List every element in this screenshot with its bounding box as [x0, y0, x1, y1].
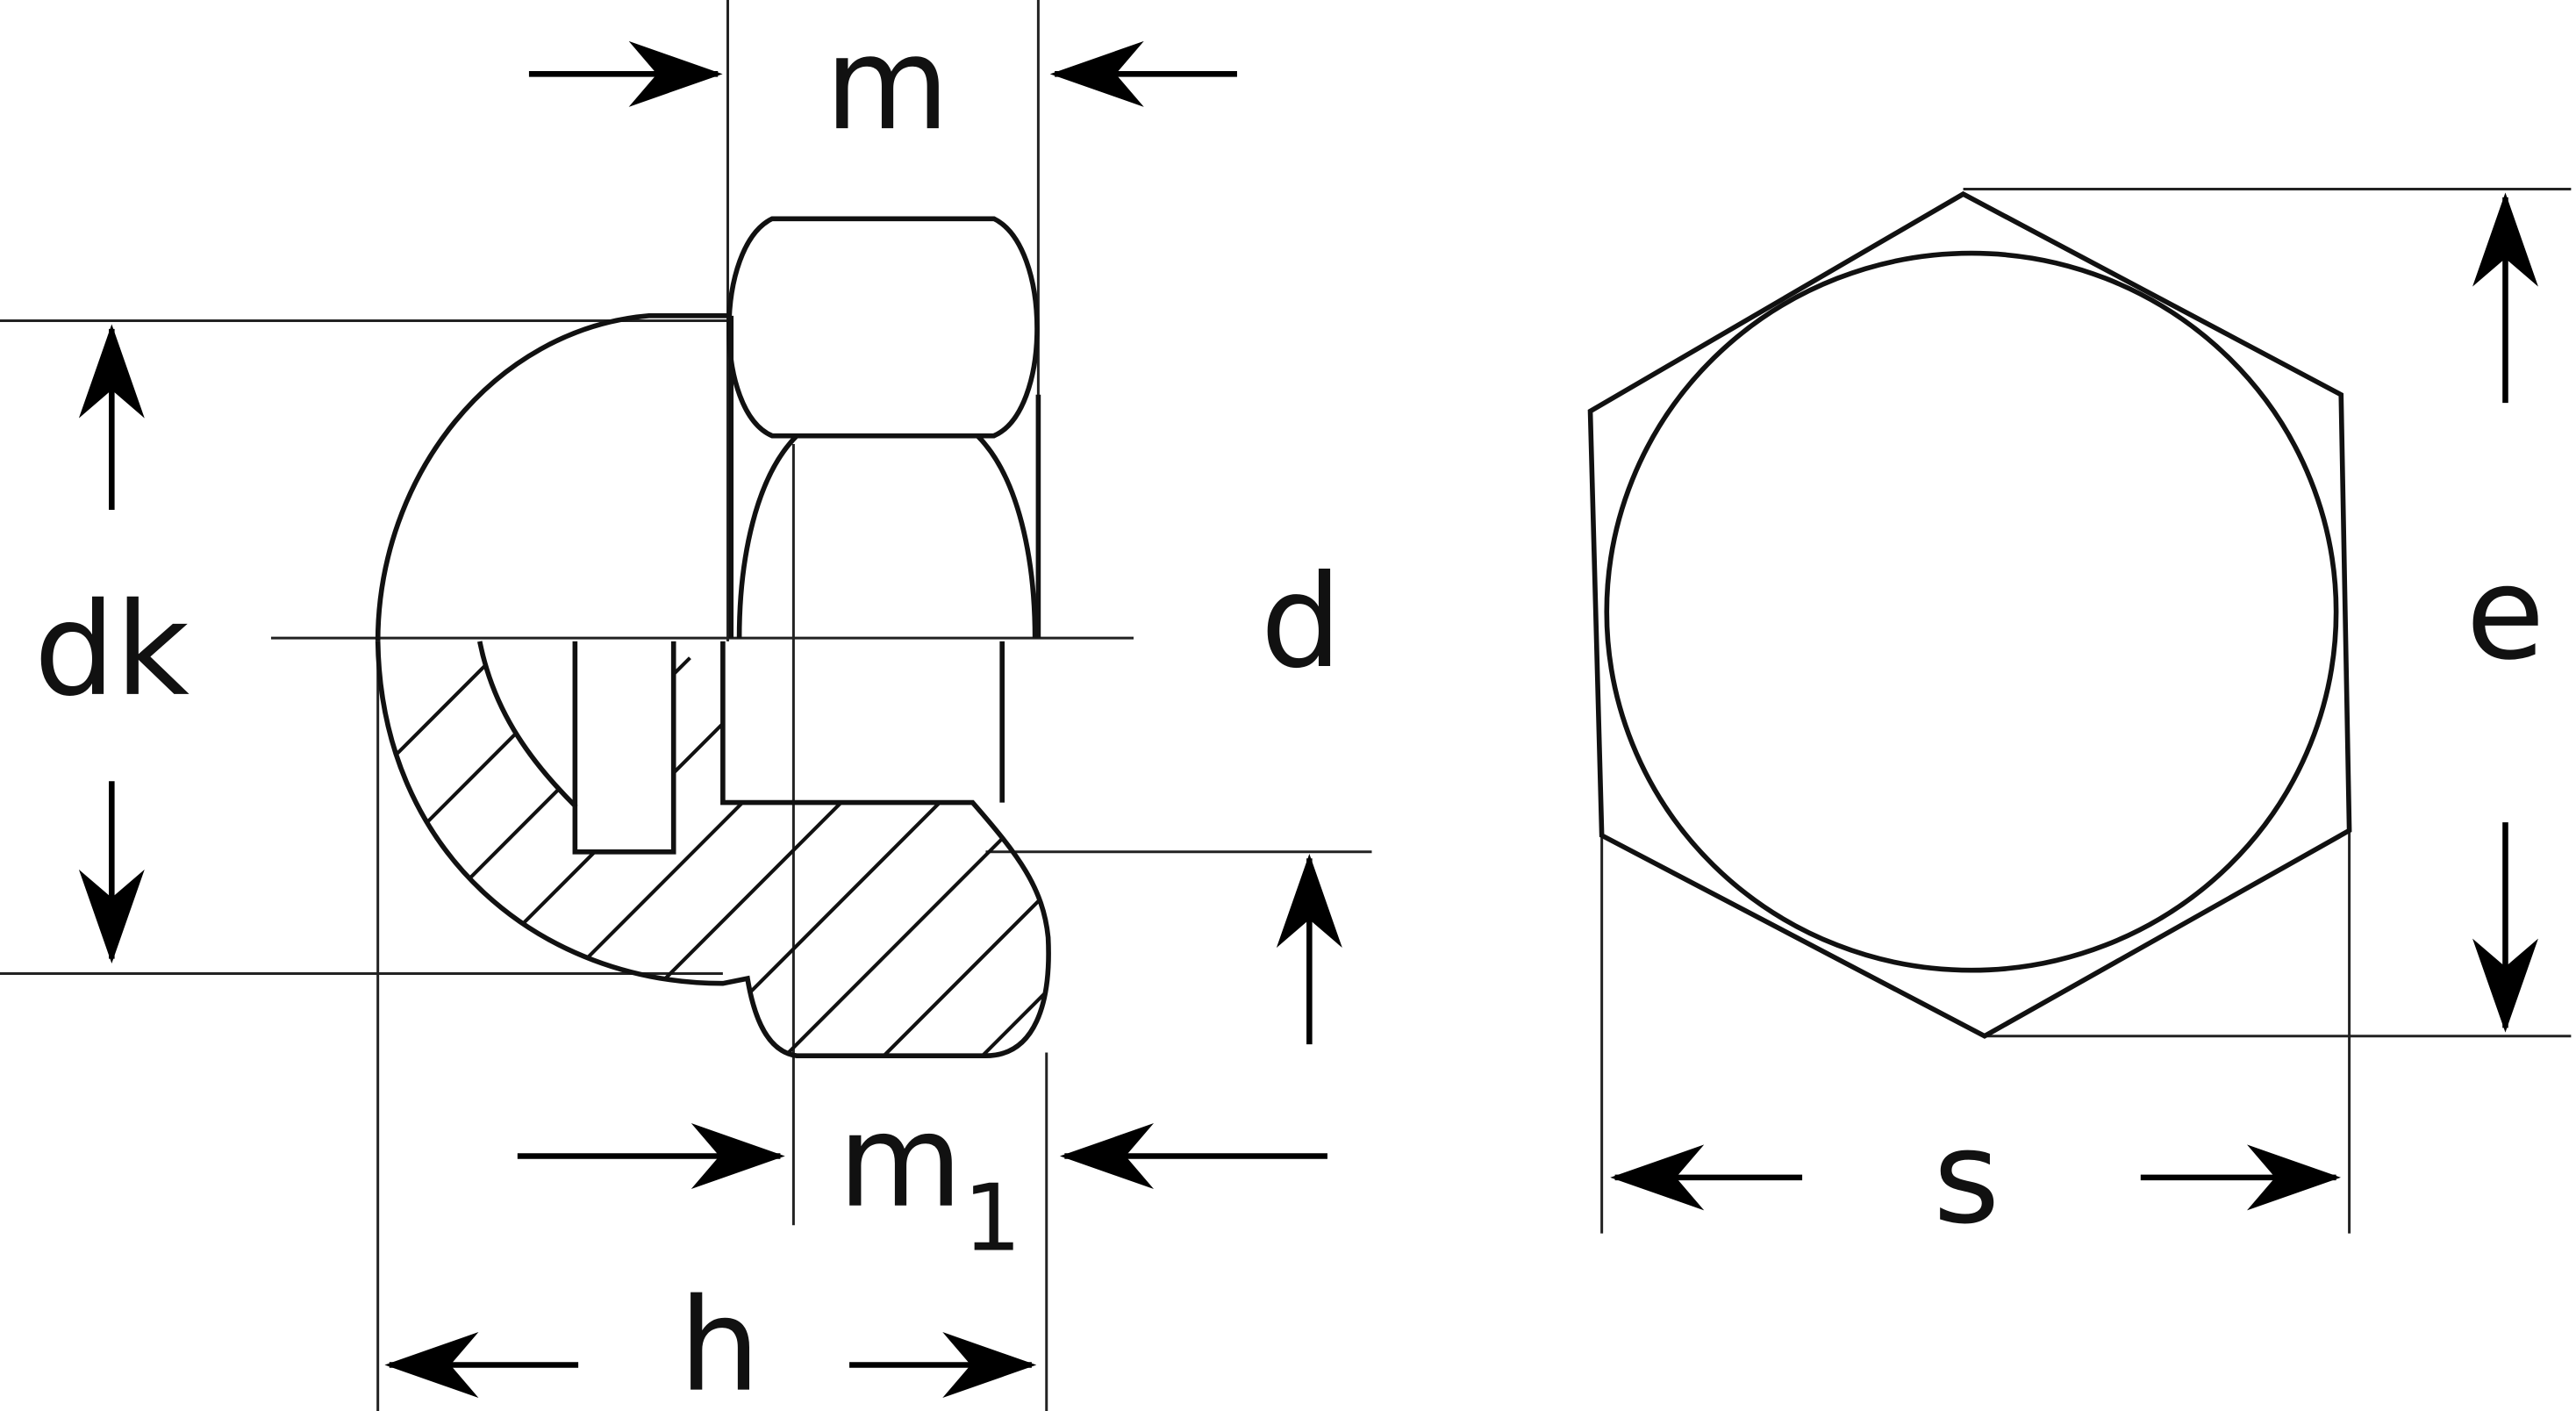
- cap-nut-top-view: [1587, 190, 2352, 1039]
- label-e: e: [2466, 540, 2545, 689]
- label-d: d: [1261, 548, 1342, 697]
- label-h: h: [679, 1271, 761, 1411]
- label-m1-subscript: 1: [963, 1164, 1022, 1271]
- label-m1: m: [838, 1087, 962, 1236]
- label-m: m: [825, 10, 949, 159]
- section-hatching: [377, 641, 1049, 1056]
- cap-nut-side-view: [375, 216, 1051, 1058]
- dimension-arrows: [78, 40, 2538, 1399]
- label-s: s: [1933, 1103, 2000, 1252]
- label-dk: dk: [34, 576, 190, 725]
